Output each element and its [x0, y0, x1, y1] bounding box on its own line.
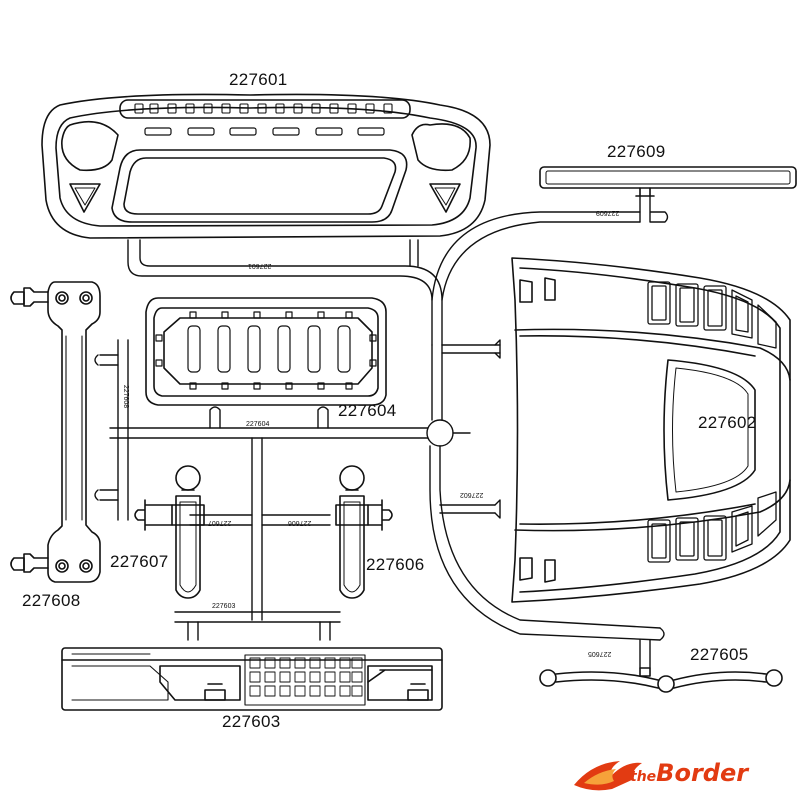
sprue-tag-227607: 227607 [208, 519, 232, 526]
flame-icon [574, 761, 642, 791]
label-227601: 227601 [229, 70, 288, 89]
logo-prefix: the [630, 769, 657, 785]
sprue-tag-227608: 227608 [122, 384, 130, 409]
logo-word: Border [656, 759, 749, 787]
sprue-tag-227609: 227609 [596, 209, 620, 216]
label-227606: 227606 [366, 555, 425, 574]
sprue-tag-227604: 227604 [246, 421, 270, 428]
part-227602-hood [511, 257, 791, 603]
sprue-tag-227601: 227601 [248, 262, 272, 269]
part-227601-grille [41, 93, 491, 239]
sprue-tag-227603: 227603 [212, 603, 236, 610]
sprue-tag-227602: 227602 [460, 491, 484, 498]
label-227602: 227602 [698, 413, 757, 432]
label-227605: 227605 [690, 645, 749, 664]
label-227607: 227607 [110, 552, 169, 571]
label-227604: 227604 [338, 401, 397, 420]
part-227608-side-rail [10, 281, 101, 583]
label-227609: 227609 [607, 142, 666, 161]
part-227606-right-mirror [335, 465, 393, 599]
the-border-logo: theBorder [572, 755, 797, 795]
part-227604-roof-rack [145, 297, 387, 406]
label-227608: 227608 [22, 591, 81, 610]
sprue-runners [94, 195, 669, 669]
part-227609-light-bar [539, 166, 797, 197]
part-227603-rear-bumper [61, 647, 443, 711]
label-227603: 227603 [222, 712, 281, 731]
sprue-tag-227605: 227605 [588, 650, 612, 657]
part-227605-light-bar-mount [539, 667, 783, 693]
part-227607-left-mirror [134, 465, 205, 599]
sprue-tag-227606: 227606 [288, 519, 312, 526]
logo-text: theBorder [630, 759, 748, 787]
